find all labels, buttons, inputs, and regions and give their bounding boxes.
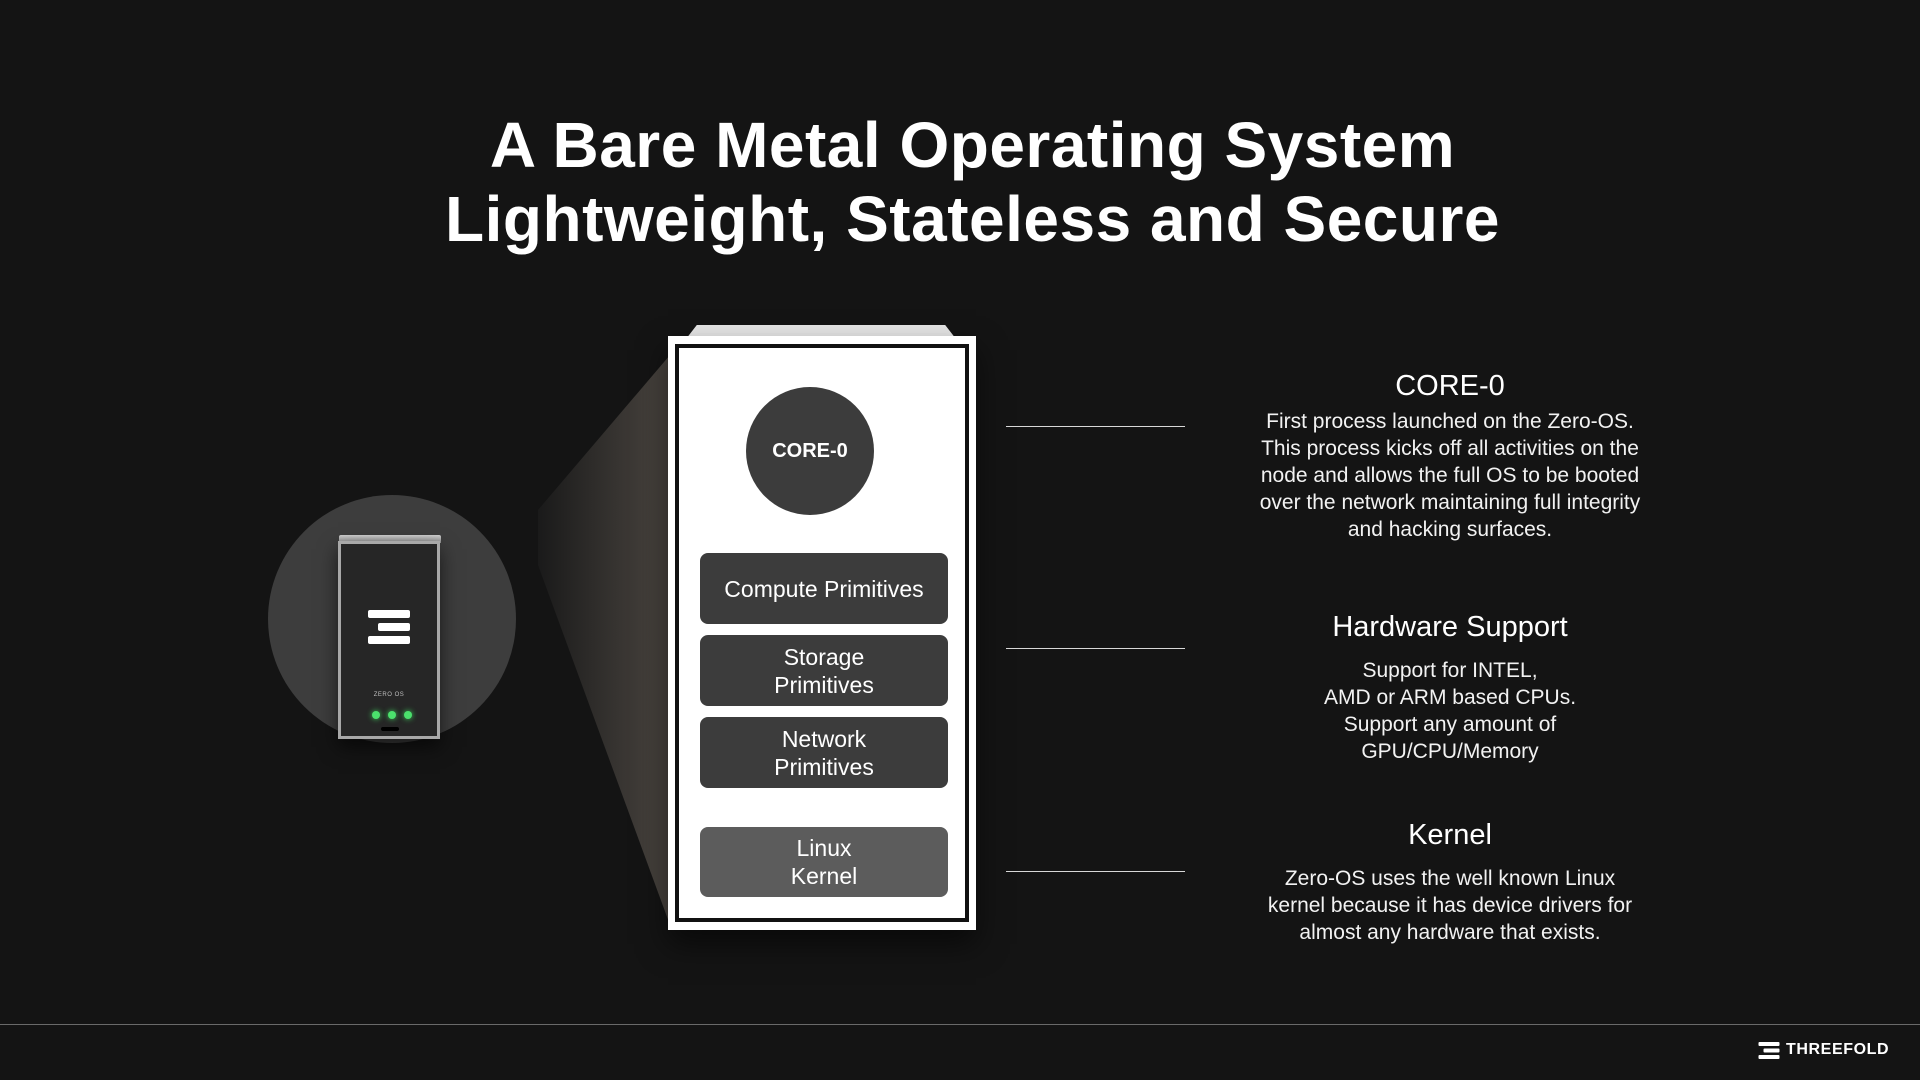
kernel-heading: Kernel [1408, 819, 1492, 851]
zoom-beam [538, 355, 670, 925]
storage-primitives-label: Storage Primitives [774, 643, 874, 698]
kernel-body: Zero-OS uses the well known Linux kernel… [1200, 865, 1700, 946]
connector-line-kernel [1006, 871, 1185, 872]
hardware-support-body-line: AMD or ARM based CPUs. [1323, 686, 1577, 709]
stack-top-edge [686, 325, 956, 339]
status-led [404, 711, 412, 719]
core-0-heading: CORE-0 [1395, 370, 1505, 402]
hardware-support-heading: Hardware Support [1332, 611, 1568, 643]
core-0-node: CORE-0 [746, 387, 874, 515]
threefold-logo-icon [1758, 1041, 1780, 1059]
status-led [372, 711, 380, 719]
linux-kernel-label: Linux Kernel [790, 835, 858, 889]
core-0-body: First process launched on the Zero-OS. T… [1200, 408, 1700, 543]
storage-primitives-block: Storage Primitives [700, 635, 948, 706]
footer-brand: THREEFOLD [1758, 1041, 1889, 1059]
core-0-body-line: node and allows the full OS to be booted [1260, 464, 1640, 487]
title-line-2: Lightweight, Stateless and Secure [445, 183, 1500, 255]
core-0-body-line: and hacking surfaces. [1347, 518, 1553, 541]
core-0-description: CORE-0 First process launched on the Zer… [1200, 368, 1700, 543]
kernel-body-line: almost any hardware that exists. [1299, 921, 1601, 944]
network-primitives-block: Network Primitives [700, 717, 948, 788]
title-line-1: A Bare Metal Operating System [489, 109, 1456, 181]
footer-divider [0, 1024, 1920, 1025]
hardware-support-body-line: GPU/CPU/Memory [1361, 740, 1539, 763]
compute-primitives-label: Compute Primitives [724, 575, 924, 602]
device-top-edge [339, 535, 441, 543]
footer-brand-name: THREEFOLD [1786, 1041, 1890, 1058]
network-primitives-label: Network Primitives [774, 725, 874, 780]
core-0-body-line: First process launched on the Zero-OS. [1266, 410, 1634, 433]
compute-primitives-block: Compute Primitives [700, 553, 948, 624]
hardware-support-body: Support for INTEL, AMD or ARM based CPUs… [1200, 657, 1700, 765]
connector-line-hardware [1006, 648, 1185, 649]
slide-title: A Bare Metal Operating System Lightweigh… [0, 108, 1920, 256]
threefold-logo-icon [368, 610, 410, 644]
hardware-support-body-line: Support any amount of [1343, 713, 1557, 736]
connector-line-core [1006, 426, 1185, 427]
device-brand-label: ZERO OS [373, 692, 405, 698]
core-0-body-line: over the network maintaining full integr… [1259, 491, 1641, 514]
kernel-description: Kernel Zero-OS uses the well known Linux… [1200, 817, 1700, 946]
kernel-body-line: Zero-OS uses the well known Linux [1284, 867, 1616, 890]
hardware-support-body-line: Support for INTEL, [1362, 659, 1538, 682]
hardware-support-description: Hardware Support Support for INTEL, AMD … [1200, 609, 1700, 765]
device-port [381, 727, 399, 731]
kernel-body-line: kernel because it has device drivers for [1267, 894, 1633, 917]
core-0-label: CORE-0 [772, 439, 848, 462]
linux-kernel-block: Linux Kernel [700, 827, 948, 897]
core-0-body-line: This process kicks off all activities on… [1261, 437, 1639, 460]
status-led [388, 711, 396, 719]
device-status-leds [372, 711, 412, 719]
zero-os-node-device: ZERO OS [338, 541, 440, 739]
